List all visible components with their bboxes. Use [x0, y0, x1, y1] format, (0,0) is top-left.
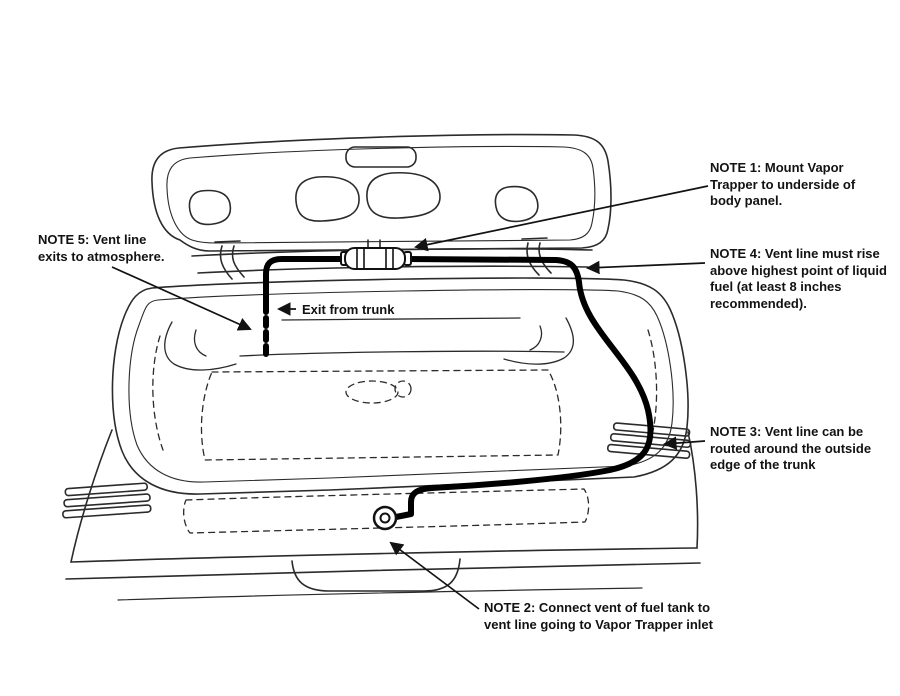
trunk-interior — [164, 317, 574, 371]
note3-label: NOTE 3: Vent line can be routed around t… — [710, 424, 872, 473]
annotation-arrows — [111, 185, 709, 610]
note2-label: NOTE 2: Connect vent of fuel tank to ven… — [484, 600, 713, 632]
note3-arrow — [662, 436, 706, 450]
note1-arrow — [414, 185, 709, 252]
exit-from-trunk-label: Exit from trunk — [302, 302, 395, 317]
note4-arrow — [585, 260, 706, 275]
note2-arrow — [389, 541, 480, 610]
car-body-artwork — [62, 133, 701, 601]
vent-line-left-run — [263, 256, 350, 315]
note4-label: NOTE 4: Vent line must rise above highes… — [710, 246, 887, 311]
fuel-tank-vent-fitting — [372, 505, 398, 531]
left-taillight-vent — [62, 482, 152, 519]
vent-line-right-run — [393, 256, 654, 520]
note1-label: NOTE 1: Mount Vapor Trapper to underside… — [710, 160, 856, 209]
trunk-lid — [151, 133, 612, 253]
vapor-trapper-canister — [340, 247, 412, 270]
note5-arrow — [111, 266, 252, 331]
trunk-floor-dashed-contours — [152, 329, 658, 534]
vent-line — [263, 256, 654, 520]
bumper-and-body-bottom — [65, 429, 701, 601]
trunk-opening — [111, 277, 689, 495]
note5-label: NOTE 5: Vent line exits to atmosphere. — [38, 232, 165, 264]
